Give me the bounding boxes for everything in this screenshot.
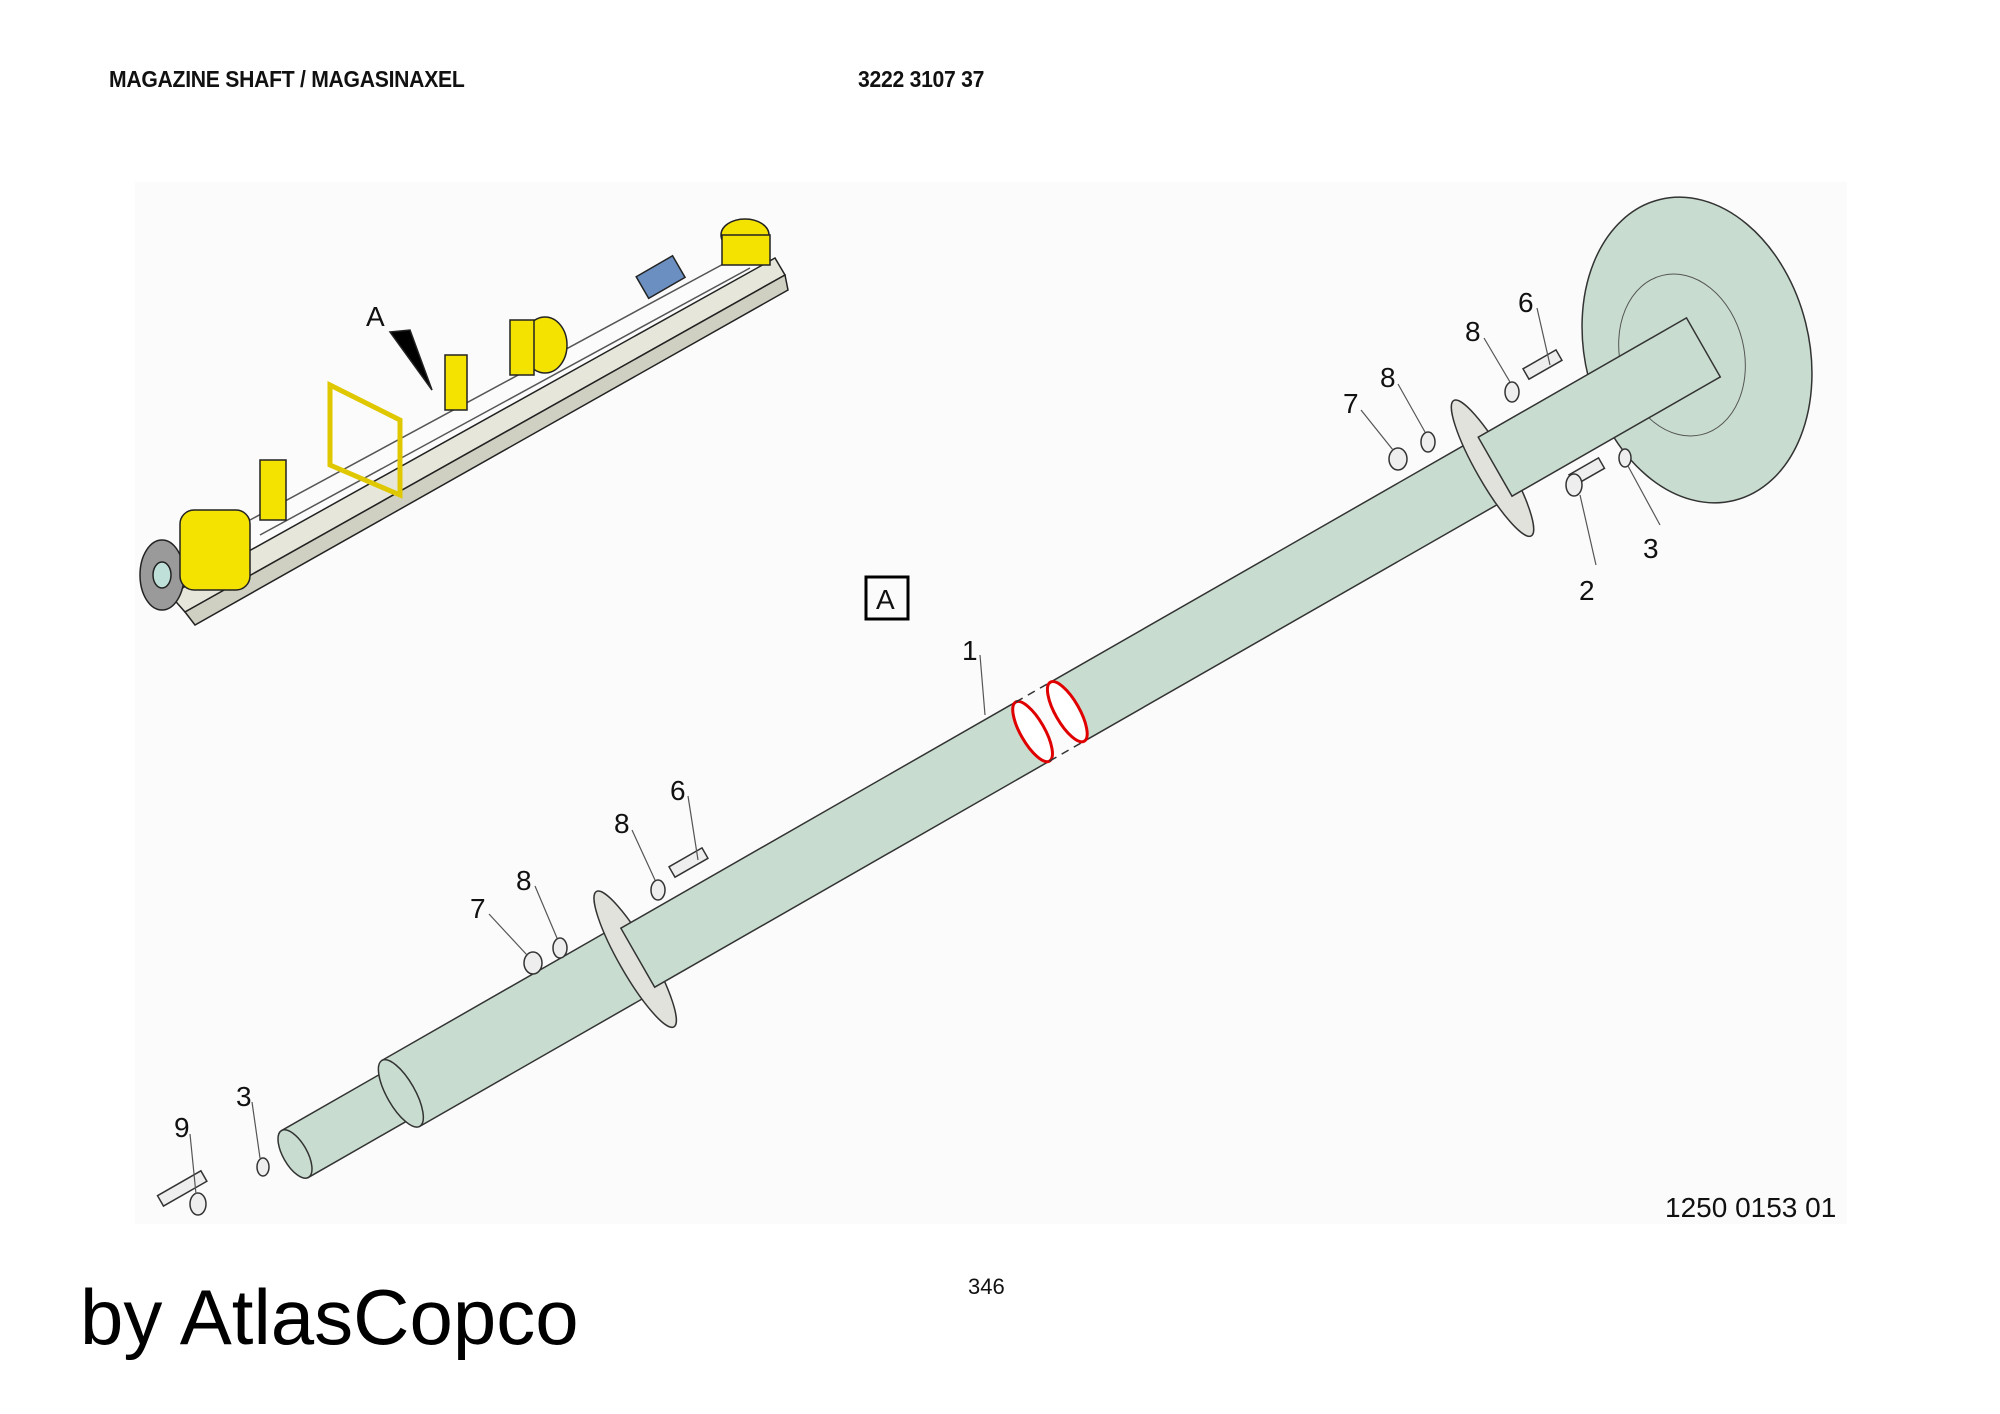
callout-7: 7	[1343, 388, 1359, 419]
washer-8c	[1420, 431, 1436, 453]
callout-9: 9	[174, 1112, 190, 1143]
callout-6: 6	[1518, 287, 1534, 318]
head-9	[189, 1192, 207, 1216]
callout-7: 7	[470, 893, 486, 924]
callout-8: 8	[1380, 362, 1396, 393]
view-label: A	[876, 584, 895, 615]
washer-8b	[650, 879, 666, 901]
washer-8d	[1504, 381, 1520, 403]
nut-7	[523, 951, 543, 975]
washer-3	[256, 1157, 270, 1177]
leader-lines	[189, 307, 1661, 1195]
callout-2: 2	[1579, 575, 1595, 606]
overview-illustration: A	[139, 218, 789, 626]
fasteners	[156, 348, 1632, 1216]
brand-text: by AtlasCopco	[80, 1273, 579, 1361]
callout-1: 1	[962, 635, 978, 666]
callout-8: 8	[516, 865, 532, 896]
overview-marker-label: A	[366, 301, 385, 332]
callout-8: 8	[614, 808, 630, 839]
part-number: 3222 3107 37	[858, 66, 985, 92]
callout-3: 3	[236, 1081, 252, 1112]
page-number: 346	[968, 1274, 1005, 1299]
callout-6: 6	[670, 775, 686, 806]
page-title: MAGAZINE SHAFT / MAGASINAXEL	[109, 66, 465, 92]
washer-3b	[1618, 448, 1632, 468]
nut-7b	[1388, 447, 1408, 471]
view-label-box	[864, 575, 910, 621]
washer-8	[552, 937, 568, 959]
drawing-number: 1250 0153 01	[1665, 1192, 1837, 1223]
pointer-arrow-icon	[388, 329, 433, 391]
callout-3: 3	[1643, 533, 1659, 564]
callout-8: 8	[1465, 316, 1481, 347]
magazine-shaft	[277, 316, 1722, 1179]
